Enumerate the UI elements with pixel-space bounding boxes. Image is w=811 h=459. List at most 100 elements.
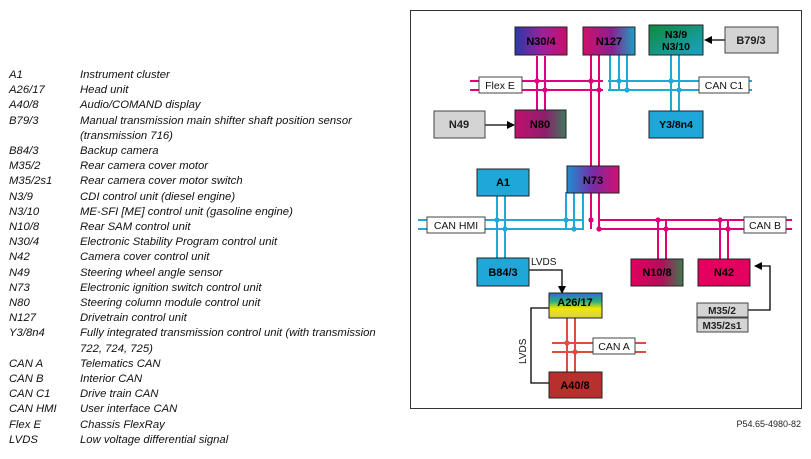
legend-row: N127 Drivetrain control unit xyxy=(9,311,399,326)
legend-row: N49 Steering wheel angle sensor xyxy=(9,266,399,281)
legend-abbr: A40/8 xyxy=(9,99,39,112)
legend-desc: Audio/COMAND display xyxy=(80,99,201,112)
legend-row: B79/3 Manual transmission main shifter sh… xyxy=(9,114,399,144)
legend-desc: Drivetrain control unit xyxy=(80,312,187,325)
node-n3-9-n3-10: N3/9 N3/10 xyxy=(648,24,704,56)
legend-row: N3/9 CDI control unit (diesel engine) xyxy=(9,190,399,205)
legend-desc: Head unit xyxy=(80,84,129,97)
svg-text:CAN B: CAN B xyxy=(749,220,781,232)
legend-row: CAN C1 Drive train CAN xyxy=(9,387,399,402)
svg-text:Y3/8n4: Y3/8n4 xyxy=(659,119,693,131)
legend-row: CAN B Interior CAN xyxy=(9,372,399,387)
legend-desc: Rear camera cover motor xyxy=(80,160,209,173)
label-can-c1: CAN C1 xyxy=(698,76,750,94)
legend-abbr: N49 xyxy=(9,266,30,279)
label-can-a: CAN A xyxy=(592,337,636,355)
legend-desc: Low voltage differential signal xyxy=(80,433,229,446)
label-flex-e: Flex E xyxy=(478,76,523,94)
legend-abbr: CAN A xyxy=(9,357,44,370)
legend-desc: Interior CAN xyxy=(80,373,143,386)
legend-desc: Drive train CAN xyxy=(80,388,159,401)
legend-desc: Fully integrated transmission control un… xyxy=(80,327,376,355)
legend-desc: Chassis FlexRay xyxy=(80,418,165,431)
legend-desc: Electronic ignition switch control unit xyxy=(80,281,262,294)
legend-abbr: CAN C1 xyxy=(9,388,51,401)
legend-abbr: N3/10 xyxy=(9,205,40,218)
svg-text:CAN A: CAN A xyxy=(598,341,630,353)
legend-desc: Telematics CAN xyxy=(80,357,161,370)
svg-text:N73: N73 xyxy=(583,175,603,187)
svg-text:N49: N49 xyxy=(449,119,469,131)
legend-row: N10/8 Rear SAM control unit xyxy=(9,220,399,235)
legend-abbr: Y3/8n4 xyxy=(9,327,45,340)
node-a26-17: A26/17 xyxy=(548,292,603,319)
svg-text:Flex E: Flex E xyxy=(485,80,515,92)
svg-text:A1: A1 xyxy=(496,177,510,189)
legend-row: A40/8 Audio/COMAND display xyxy=(9,98,399,113)
legend-row: LVDS Low voltage differential signal xyxy=(9,433,399,448)
legend-abbr: N42 xyxy=(9,251,30,264)
legend-desc: Rear camera cover motor switch xyxy=(80,175,243,188)
legend-abbr: A26/17 xyxy=(9,84,45,97)
legend-abbr: N3/9 xyxy=(9,190,33,203)
svg-text:N42: N42 xyxy=(714,267,734,279)
legend-abbr: A1 xyxy=(9,69,23,81)
node-y3-8n4: Y3/8n4 xyxy=(648,110,704,139)
label-can-hmi: CAN HMI xyxy=(426,216,486,234)
legend-desc: Camera cover control unit xyxy=(80,251,210,264)
svg-text:B79/3: B79/3 xyxy=(736,35,765,47)
legend-abbr: CAN HMI xyxy=(9,403,57,416)
node-a40-8: A40/8 xyxy=(548,371,603,399)
svg-text:M35/2: M35/2 xyxy=(708,306,736,317)
figure-reference: P54.65-4980-82 xyxy=(736,419,801,429)
legend-abbr: B79/3 xyxy=(9,114,39,127)
legend-row: Y3/8n4 Fully integrated transmission cont… xyxy=(9,326,399,356)
svg-text:N80: N80 xyxy=(530,119,550,131)
node-n80: N80 xyxy=(514,109,567,139)
legend-abbr: B84/3 xyxy=(9,145,39,158)
legend-row: N42 Camera cover control unit xyxy=(9,250,399,265)
svg-text:N3/10: N3/10 xyxy=(662,41,690,53)
svg-text:CAN C1: CAN C1 xyxy=(705,80,744,92)
svg-text:A40/8: A40/8 xyxy=(560,380,589,392)
legend-desc: Manual transmission main shifter shaft p… xyxy=(80,114,352,142)
legend-desc: ME-SFI [ME] control unit (gasoline engin… xyxy=(80,205,293,218)
node-b84-3: B84/3 xyxy=(476,257,530,287)
label-lvds-top: LVDS xyxy=(531,257,557,268)
legend-abbr: N127 xyxy=(9,312,37,325)
node-n30-4: N30/4 xyxy=(514,26,568,56)
signal-arrows xyxy=(485,36,771,387)
node-n42: N42 xyxy=(697,258,751,287)
svg-text:N127: N127 xyxy=(596,36,622,48)
svg-text:N30/4: N30/4 xyxy=(526,36,556,48)
bus-junctions xyxy=(494,78,731,355)
svg-text:N10/8: N10/8 xyxy=(642,267,671,279)
node-n49: N49 xyxy=(433,110,486,139)
legend-desc: Steering column module control unit xyxy=(80,297,261,310)
legend-abbr: N10/8 xyxy=(9,221,40,234)
node-n127: N127 xyxy=(582,26,636,56)
svg-text:M35/2s1: M35/2s1 xyxy=(703,321,742,332)
legend-row: N30/4 Electronic Stability Program contro… xyxy=(9,235,399,250)
node-n73: N73 xyxy=(566,165,620,194)
legend-desc: Steering wheel angle sensor xyxy=(80,266,223,279)
svg-text:CAN HMI: CAN HMI xyxy=(434,220,478,232)
legend-abbr: N30/4 xyxy=(9,236,40,249)
node-m35-2: M35/2 M35/2s1 xyxy=(696,302,749,333)
legend-desc: Electronic Stability Program control uni… xyxy=(80,236,278,249)
label-lvds-side: LVDS xyxy=(518,338,529,364)
legend-row: CAN A Telematics CAN xyxy=(9,357,399,372)
legend-desc: Rear SAM control unit xyxy=(80,221,191,234)
legend-abbr: LVDS xyxy=(9,433,38,446)
legend-desc: CDI control unit (diesel engine) xyxy=(80,190,236,203)
legend-row: A26/17 Head unit xyxy=(9,83,399,98)
legend-abbr: CAN B xyxy=(9,373,44,386)
node-n10-8: N10/8 xyxy=(630,258,684,287)
